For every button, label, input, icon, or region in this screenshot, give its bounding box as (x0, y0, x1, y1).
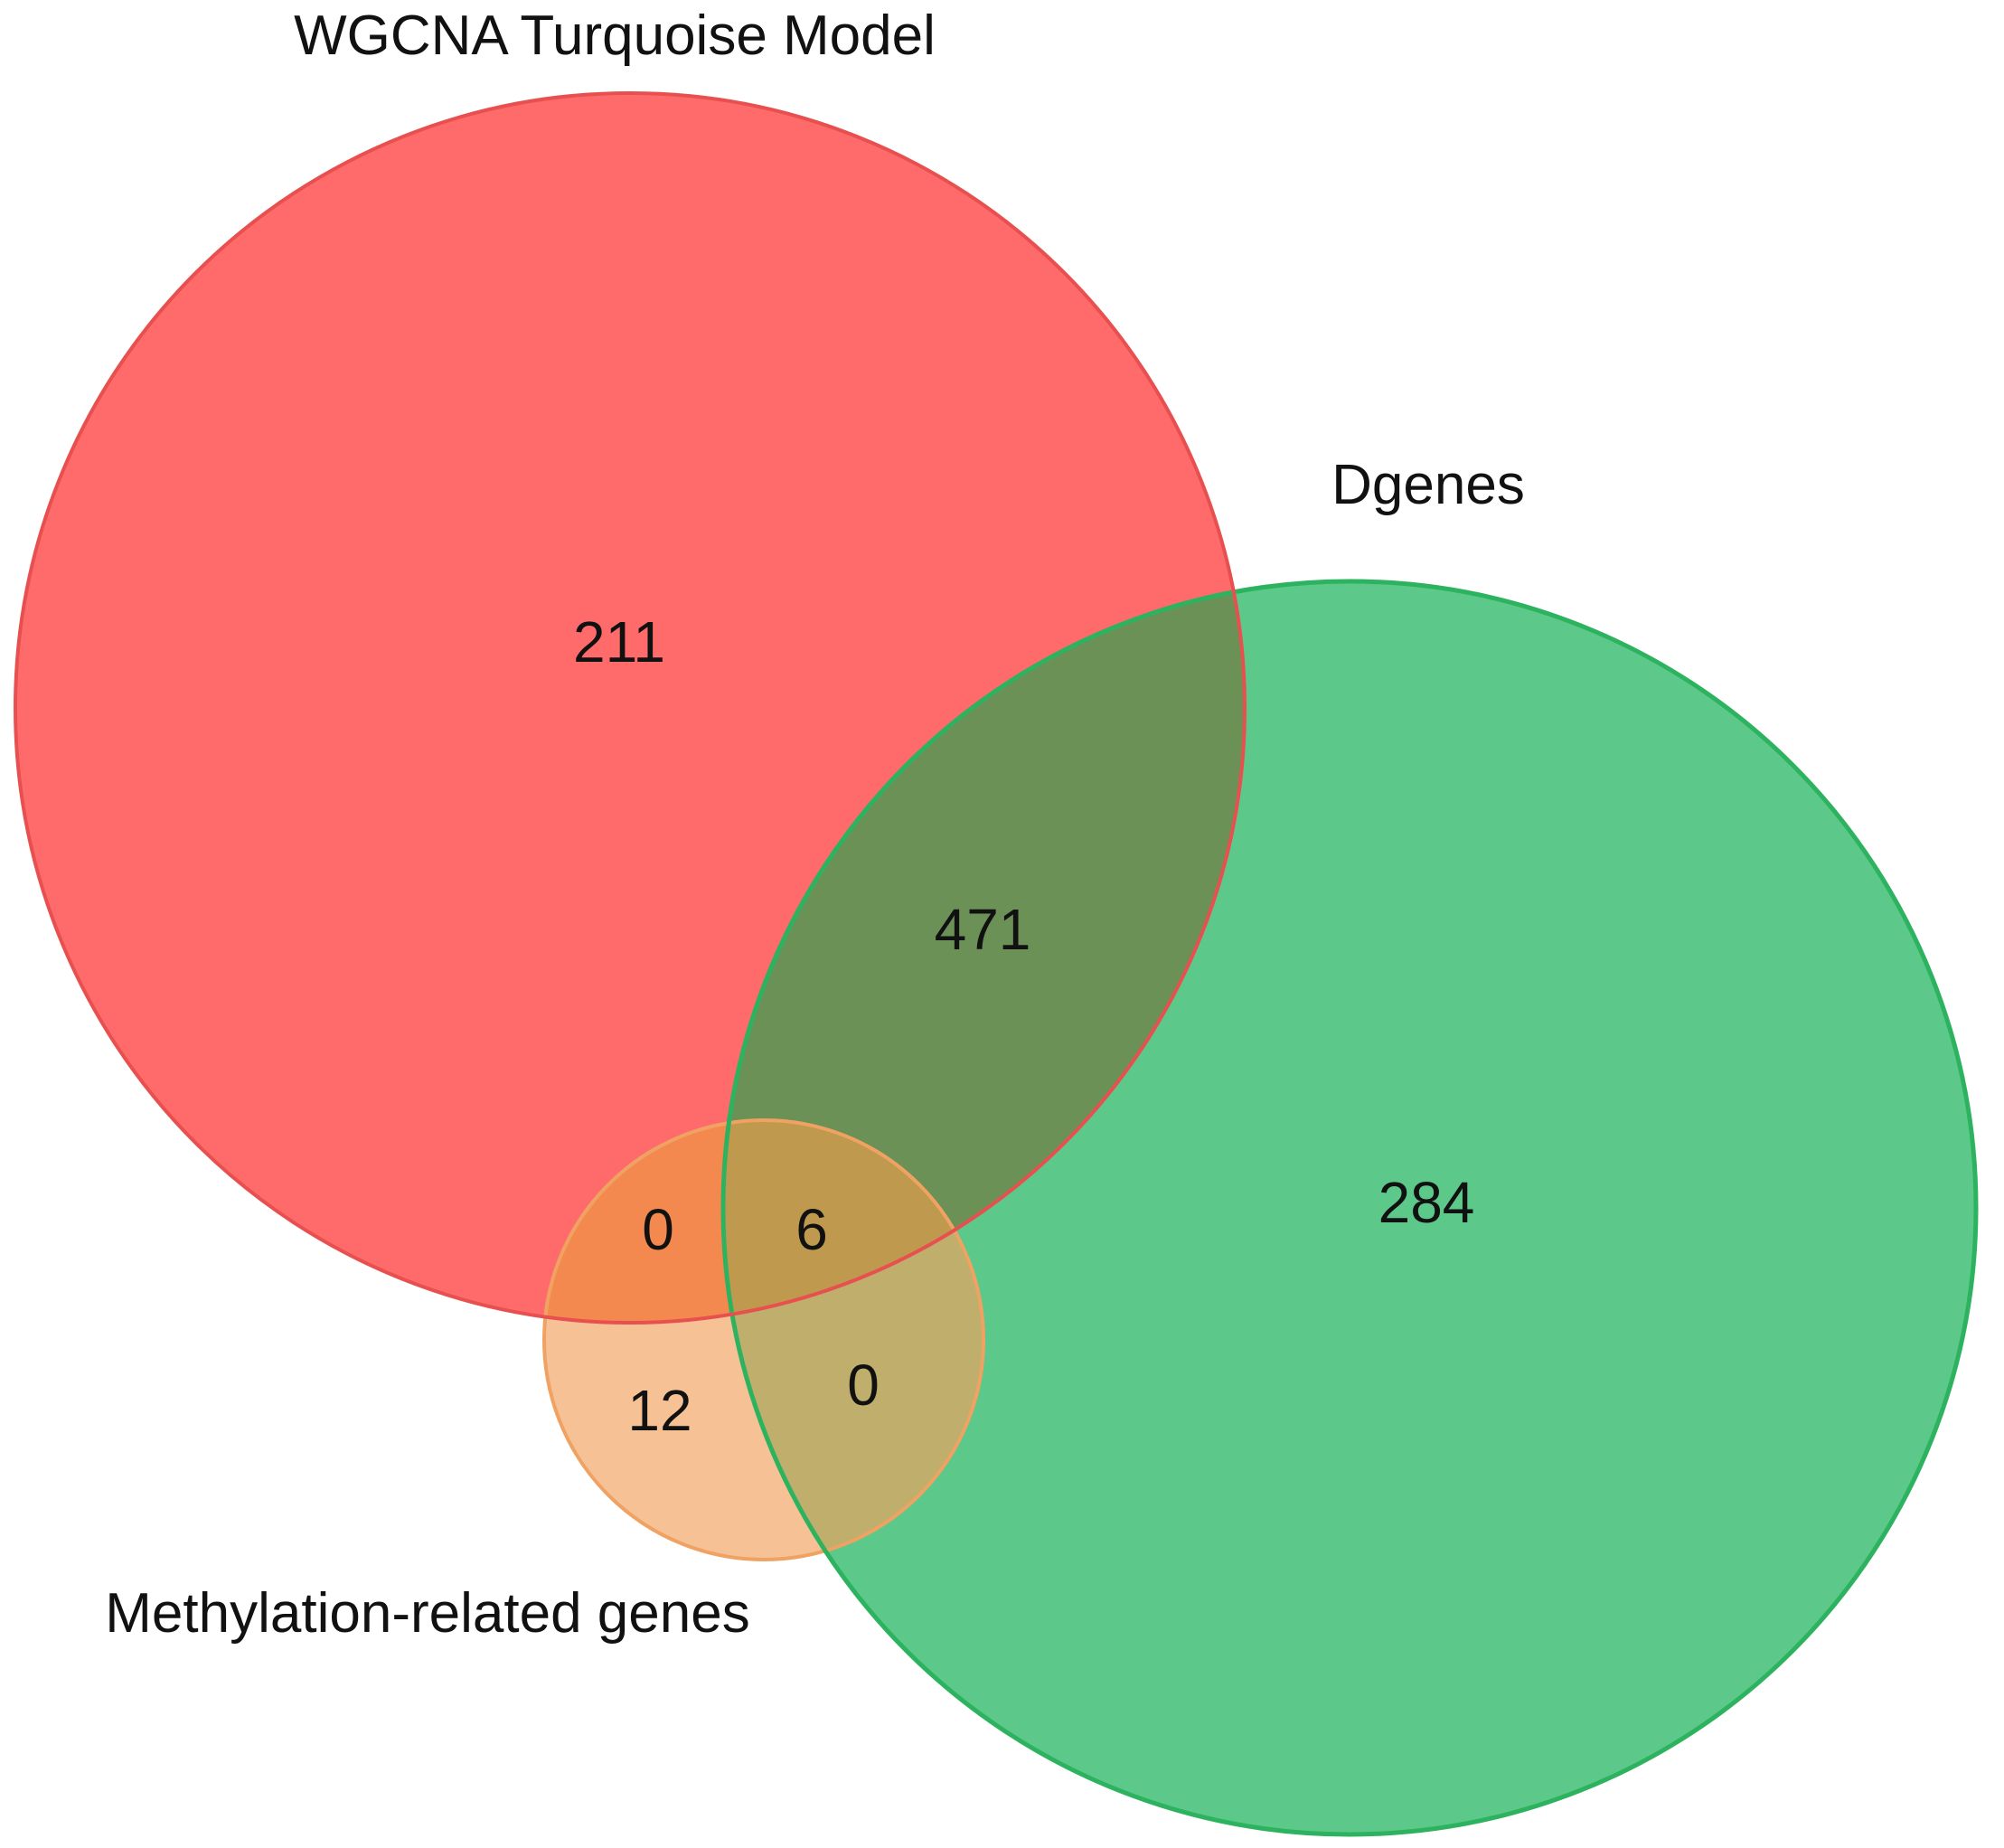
count-wgcna-methylation: 0 (642, 1197, 674, 1262)
count-dgenes-methylation: 0 (847, 1353, 880, 1418)
label-dgenes: Dgenes (1331, 454, 1525, 516)
outline-methylation (542, 1118, 985, 1561)
label-wgcna-turquoise-model: WGCNA Turquoise Model (294, 5, 936, 67)
outline-dgenes (720, 579, 1979, 1837)
count-methylation-only: 12 (627, 1378, 692, 1443)
count-dgenes-only: 284 (1378, 1170, 1475, 1235)
label-methylation-related-genes: Methylation-related genes (105, 1582, 749, 1645)
count-wgcna-only: 211 (573, 609, 665, 674)
overlap-wgcna-dgenes (723, 581, 1245, 1323)
outline-wgcna (14, 91, 1247, 1325)
count-all-three: 6 (795, 1197, 828, 1262)
count-wgcna-dgenes: 471 (935, 897, 1031, 962)
